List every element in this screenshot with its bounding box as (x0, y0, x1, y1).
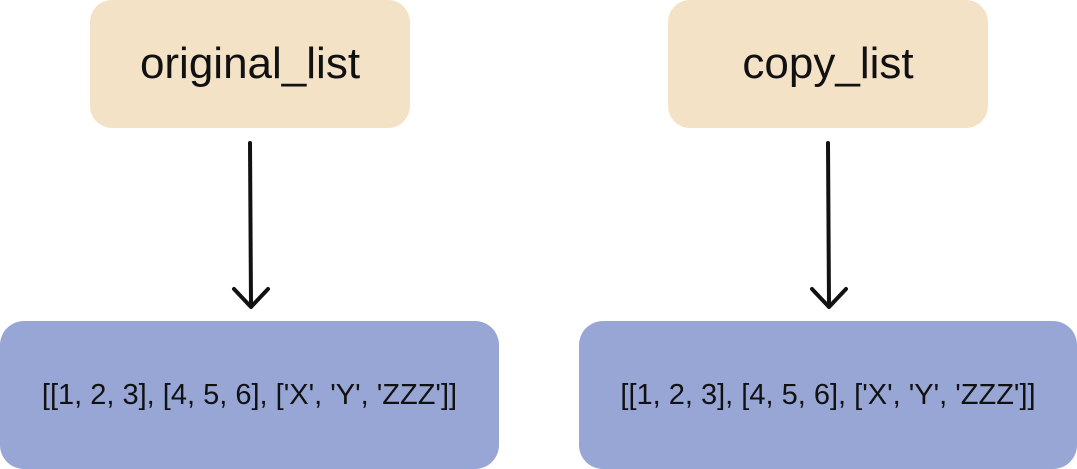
original-list-value-box: [[1, 2, 3], [4, 5, 6], ['X', 'Y', 'ZZZ']… (0, 321, 499, 469)
original-list-variable-box: original_list (90, 0, 410, 128)
original-list-value-label: [[1, 2, 3], [4, 5, 6], ['X', 'Y', 'ZZZ']… (41, 378, 458, 411)
copy-list-variable-label: copy_list (742, 39, 914, 88)
copy-list-value-label: [[1, 2, 3], [4, 5, 6], ['X', 'Y', 'ZZZ']… (620, 378, 1036, 411)
copy-list-value-box: [[1, 2, 3], [4, 5, 6], ['X', 'Y', 'ZZZ']… (579, 321, 1077, 469)
copy-list-variable-box: copy_list (668, 0, 988, 128)
original-list-variable-label: original_list (139, 39, 361, 88)
